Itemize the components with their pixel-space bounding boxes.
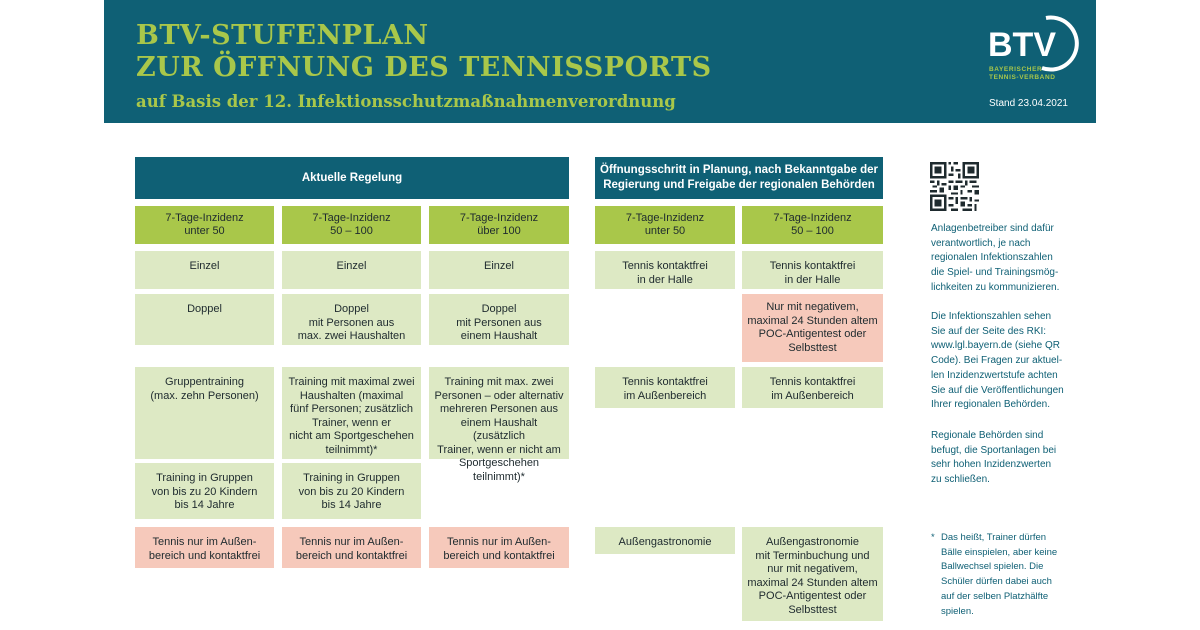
current-regulation-heading: Aktuelle Regelung (135, 157, 569, 199)
page-title: BTV-STUFENPLAN ZUR ÖFFNUNG DES TENNISSPO… (136, 20, 712, 83)
btv-logo: BTV (988, 15, 1079, 72)
cell-outdoor-only: Tennis nur im Außen-bereich und kontaktf… (429, 527, 569, 568)
planned-step-heading: Öffnungsschritt in Planung, nach Bekannt… (595, 157, 883, 199)
logo-subtitle: BAYERISCHER TENNIS-VERBAND (989, 66, 1056, 81)
cell-aussengastronomie: Außengastronomie (595, 527, 735, 554)
cell-doppel: Doppel (135, 294, 274, 345)
qr-code-icon[interactable] (930, 162, 979, 211)
header-banner: BTV-STUFENPLAN ZUR ÖFFNUNG DES TENNISSPO… (104, 0, 1096, 123)
cell-gruppentraining: Gruppentraining(max. zehn Personen) (135, 367, 274, 459)
cell-outdoor-only: Tennis nur im Außen-bereich und kontaktf… (135, 527, 274, 568)
stand-date: Stand 23.04.2021 (989, 98, 1068, 109)
logo-text: BTV (988, 26, 1056, 64)
cell-einzel: Einzel (135, 251, 274, 289)
footnote-marker: * (931, 532, 935, 543)
cell-einzel: Einzel (282, 251, 421, 289)
cell-einzel: Einzel (429, 251, 569, 289)
cell-outdoor-only: Tennis nur im Außen-bereich und kontaktf… (282, 527, 421, 568)
cell-test-required: Nur mit negativem,maximal 24 Stunden alt… (742, 294, 883, 362)
page-subtitle: auf Basis der 12. Infektionsschutzmaßnah… (136, 92, 676, 111)
